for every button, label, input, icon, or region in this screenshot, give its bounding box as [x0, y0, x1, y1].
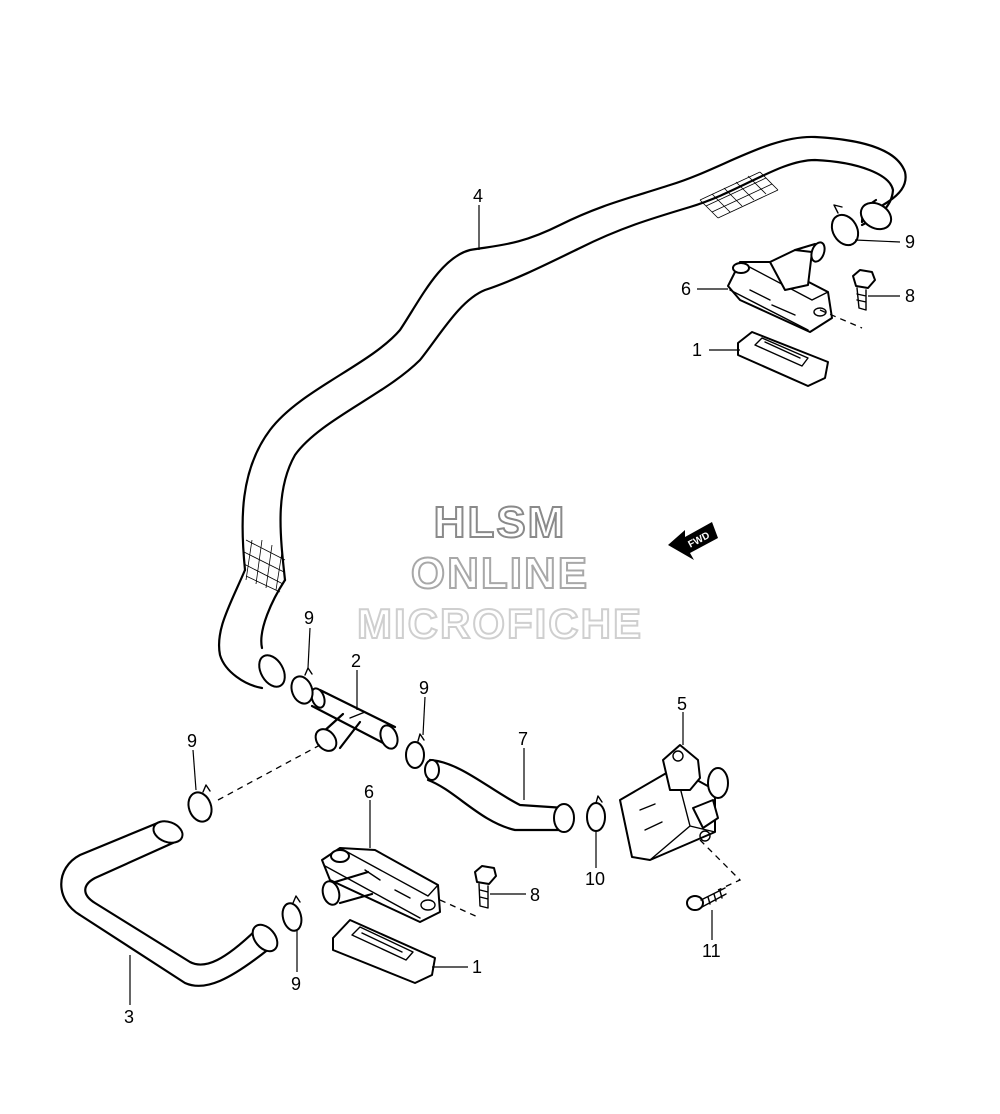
housing-6-lower[interactable]	[320, 847, 441, 923]
callout-3[interactable]: 3	[124, 1007, 134, 1027]
callout-11[interactable]: 11	[702, 941, 721, 961]
clamp-9-top-right[interactable]	[827, 204, 864, 250]
clamp-9-mid-b[interactable]	[405, 733, 425, 769]
watermark-line-1: HLSM	[433, 497, 567, 548]
gasket-1-upper[interactable]	[737, 331, 829, 387]
callout-2[interactable]: 2	[351, 651, 361, 671]
hose-4[interactable]	[217, 135, 907, 691]
callout-1-bottom[interactable]: 1	[472, 957, 482, 977]
callout-10[interactable]: 10	[585, 869, 605, 889]
housing-6-upper[interactable]	[727, 241, 833, 333]
callout-9-bottom[interactable]: 9	[291, 974, 301, 994]
callout-6-top[interactable]: 6	[681, 279, 691, 299]
reed-valve-5[interactable]	[619, 744, 729, 861]
bolt-8-upper[interactable]	[852, 269, 876, 311]
bolt-8-lower[interactable]	[474, 865, 497, 909]
callout-7[interactable]: 7	[518, 729, 528, 749]
t-joint-2[interactable]	[309, 687, 401, 755]
screw-11[interactable]	[686, 887, 727, 911]
watermark-line-2: ONLINE	[410, 548, 590, 599]
hose-mesh-lower	[243, 539, 286, 593]
hose-mesh-upper	[699, 171, 779, 219]
callout-4[interactable]: 4	[473, 186, 483, 206]
watermark-line-3: MICROFICHE	[356, 599, 643, 648]
clamp-9-bottom[interactable]	[280, 895, 305, 933]
callout-9-mid-b[interactable]: 9	[419, 678, 429, 698]
callout-9-left[interactable]: 9	[187, 731, 197, 751]
hose-7[interactable]	[424, 758, 575, 833]
callout-1-top[interactable]: 1	[692, 340, 702, 360]
leader-lines	[129, 205, 901, 1005]
clamp-9-mid-a[interactable]	[288, 667, 316, 707]
assembly-lines	[217, 309, 863, 919]
callout-8-bottom[interactable]: 8	[530, 885, 540, 905]
hose-3[interactable]	[60, 817, 282, 987]
callout-9-top-right[interactable]: 9	[905, 232, 915, 252]
callouts: 4 9 6 8 1 9 2 9 5 9 7 6 10 8 11 1 9 3	[124, 186, 915, 1027]
gasket-1-lower[interactable]	[332, 919, 436, 984]
callout-5[interactable]: 5	[677, 694, 687, 714]
callout-9-mid-a[interactable]: 9	[304, 608, 314, 628]
callout-6-bottom[interactable]: 6	[364, 782, 374, 802]
clamp-9-left[interactable]	[185, 784, 216, 825]
clamp-10[interactable]	[586, 795, 606, 832]
callout-8-top[interactable]: 8	[905, 286, 915, 306]
